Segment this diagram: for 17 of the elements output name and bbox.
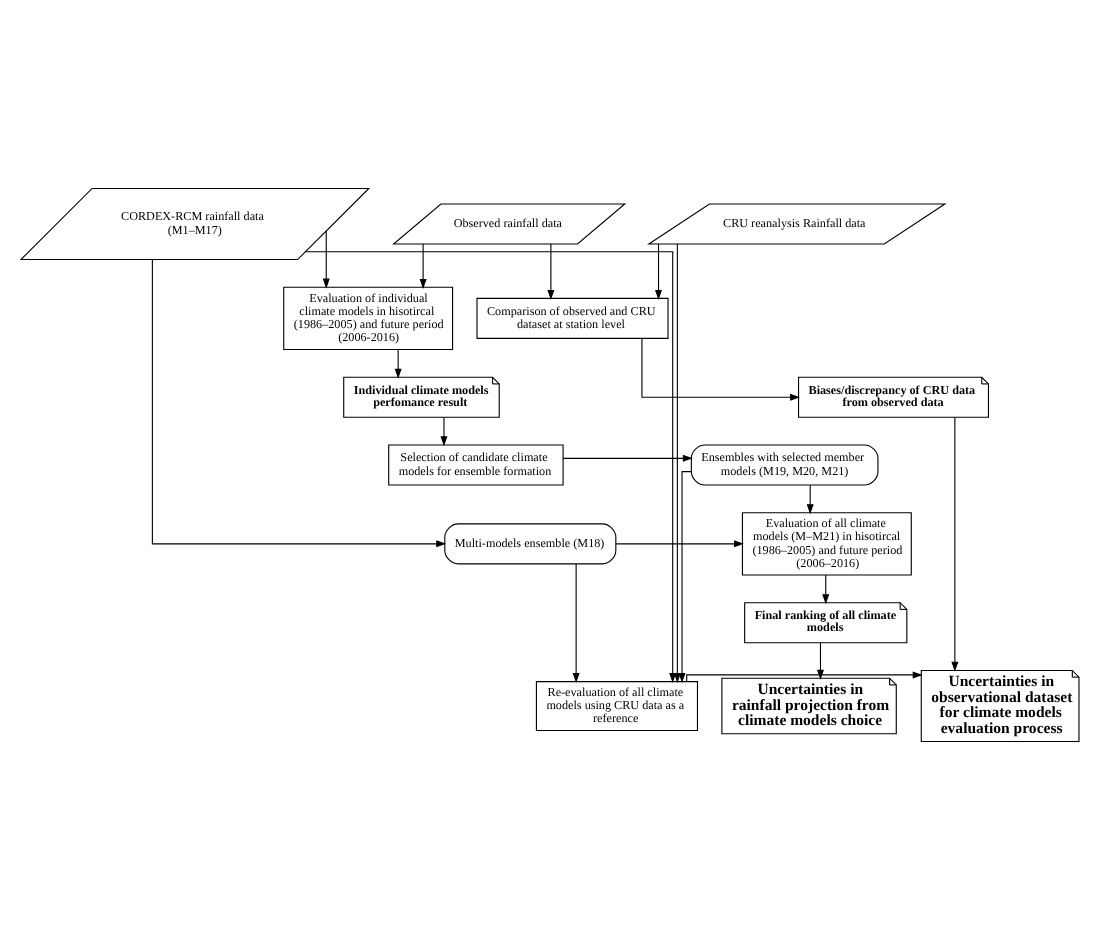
arrow	[673, 243, 681, 684]
arrow	[641, 338, 801, 401]
arrow	[678, 471, 692, 684]
arrow	[562, 454, 693, 462]
arrow	[806, 484, 814, 515]
arrow	[951, 416, 959, 672]
arrow	[655, 243, 663, 301]
arrow	[305, 251, 677, 683]
arrow	[151, 259, 447, 548]
arrow	[322, 230, 330, 289]
arrow	[419, 243, 427, 289]
arrow	[572, 563, 580, 683]
arrow	[394, 349, 402, 379]
arrow	[615, 540, 744, 548]
arrow	[822, 574, 830, 605]
arrow	[440, 417, 448, 447]
arrow	[547, 243, 555, 301]
